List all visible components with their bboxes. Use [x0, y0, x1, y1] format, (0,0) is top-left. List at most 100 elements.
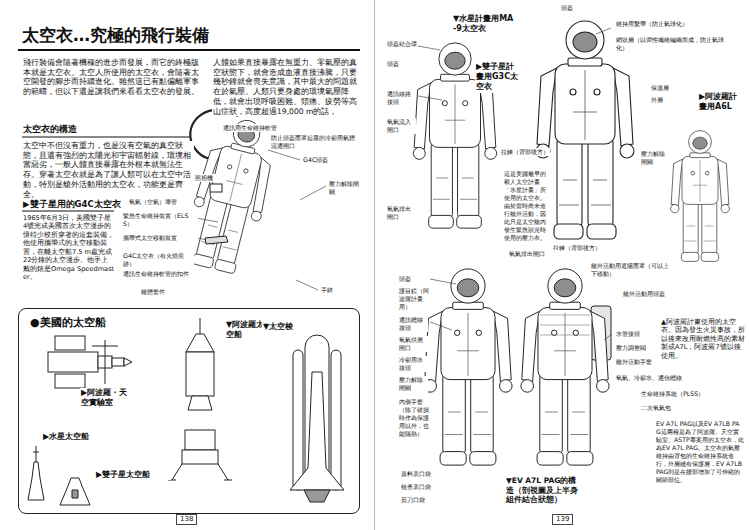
part-label: 二次氧氣包 [640, 404, 702, 412]
part-label: 緊急生命維持裝置（ELSS） [122, 212, 198, 228]
maneuvering-gun [205, 236, 228, 244]
space-shuttle-part [290, 372, 344, 490]
part-label: 這是美國最早的載人太空計畫「水星計畫」所使用的太空衣。由於當時尚未進行艙外活動，… [503, 170, 550, 242]
part-label: 通訊用生命維持軟管 [222, 124, 314, 132]
part-label: G4C頭盔 [302, 156, 344, 164]
cutaway-hatching [540, 315, 590, 335]
gemini-capsule [60, 478, 90, 505]
part-label: 壓力解除開關 [328, 180, 360, 196]
panel-heading: ●美國的太空船 [26, 314, 110, 331]
apollo-spacecraft-part [186, 352, 214, 396]
leader-line [430, 322, 452, 330]
heading-rule [22, 137, 190, 138]
part-label: 內側手套（除了破損時作為保護用以外，也能隔熱） [398, 398, 430, 438]
leader-line [430, 279, 456, 284]
part-label: 壓力調整閥 [615, 344, 659, 352]
part-label: G4C太空衣（有火燒痕跡） [122, 252, 194, 268]
part-label: 頭盔結合環 [386, 40, 418, 48]
skylab-drawing-part [112, 358, 124, 366]
spacesuit-figure [180, 112, 283, 277]
body-text: 人體如果直接暴露在無重力、零氣壓的真空狀態下，就會造成血液直接沸騰，只要幾秒鐘就… [212, 58, 359, 116]
camera-symbol [210, 184, 222, 192]
gemini-capsule-part [60, 478, 90, 505]
part-label: 通訊生命維持軟管的扣件 [122, 270, 196, 278]
leader-lines [418, 28, 612, 340]
part-label: 維持用繫帶（防止氣球化） [615, 20, 717, 28]
leader-lines [196, 150, 326, 290]
part-label: 防止頭盔面罩起霧的冷卻用氣體流通開口 [270, 134, 360, 150]
skylab-drawing-part [48, 352, 98, 372]
mercury-capsule [28, 446, 44, 500]
panel-box: ●美國的太空船 [18, 308, 360, 514]
leader-line [196, 218, 218, 222]
part-label: 氧氣供應開口 [398, 336, 428, 352]
page-number: 138 [176, 514, 197, 525]
leader-line [418, 96, 442, 100]
heading-label: ▶雙子星計畫用G3C太空衣 [475, 62, 521, 93]
part-label: 壓力解除開關 [398, 376, 428, 392]
part-label: 艙外活動用頭盔 [622, 290, 679, 298]
apollo-spacecraft-part [168, 464, 232, 480]
part-label: 艙體套件 [140, 288, 192, 296]
body-text: 太空中不但沒有重力，也是沒有空氣的真空狀態，且還有強烈的太陽光和宇宙輻射線，環境… [22, 141, 194, 199]
space-shuttle-part [293, 350, 303, 490]
part-label: 檢查表口袋 [400, 483, 452, 491]
part-label: 剪刀口袋 [400, 496, 452, 504]
a7l-cutaway-figure [521, 269, 611, 465]
space-shuttle-part [331, 350, 341, 490]
a6l-suit-figure [671, 131, 730, 262]
part-label: 拉鍊（背部後方） [500, 148, 550, 156]
leader-line [596, 28, 611, 34]
leader-line [418, 46, 440, 50]
part-label: 通訊纜線接頭 [398, 316, 428, 332]
skylab-drawing-part [124, 358, 132, 366]
part-label: 水管接頭 [615, 330, 659, 338]
part-label: 拉鍊（背部後方） [552, 244, 616, 252]
part-label: 1965年6月3日，美國雙子星4號完成美國首次太空漫步的懷特少校所穿著的這套裝備… [22, 214, 116, 282]
part-label: 氧氣排出開口 [386, 205, 416, 221]
heading-label: ▶阿波羅計畫用A6L [698, 92, 744, 112]
skylab-drawing-part [55, 374, 85, 388]
heading-label: ▼太空梭 [262, 322, 302, 332]
space-shuttle-part [304, 490, 330, 502]
heading-label: ▶雙子星太空船 [95, 470, 171, 480]
part-label: 氧氣流入開口 [386, 118, 416, 134]
part-label: 外層 [650, 96, 682, 104]
part-label: 冷卻用水接頭 [398, 356, 428, 372]
heading-label: 太空衣的構造 [22, 124, 134, 136]
apollo-spacecraft-part [182, 450, 218, 464]
part-label: 氧氣、冷卻水、通信纜線 [615, 374, 707, 382]
skylab-drawing-part [105, 340, 106, 384]
part-label: 護目鏡（阿波羅計畫用） [398, 287, 430, 311]
leader-line [268, 150, 300, 160]
skylab-drawing [48, 336, 132, 388]
g4c-astronaut [180, 110, 283, 277]
part-label: 保溫層 [650, 84, 682, 92]
apollo-spacecraft-part [185, 430, 215, 450]
skylab-drawing-part [55, 336, 85, 350]
part-label: 照相機 [194, 174, 226, 182]
body-text: 飛行裝備會隨著機種的進步而發展，而它的終極版本就是太空衣。太空人所使用的太空衣，… [22, 58, 206, 97]
leader-line [296, 280, 318, 290]
heading-label: ▼EV A7L PAG的構造（剖視圖及上半身組件結合狀態） [505, 476, 579, 505]
apollo-spacecraft-part [186, 334, 214, 352]
part-label: 頭盔 [398, 275, 428, 283]
part-label: 頭盔 [560, 4, 586, 12]
part-label: 艙外活動手套 [615, 358, 659, 366]
spacesuit-figure [521, 269, 609, 465]
leader-line [300, 186, 326, 200]
part-label: 手錶 [320, 286, 346, 294]
title-rule [18, 49, 360, 51]
gemini-capsule-part [72, 490, 78, 498]
mercury-capsule-part [33, 446, 39, 462]
page-gutter [374, 0, 375, 530]
leader-line [604, 334, 612, 340]
part-label: 攜帶式太空移動裝置 [122, 234, 198, 242]
leader-line [198, 238, 206, 240]
page-title: 太空衣…究極的飛行裝備 [22, 24, 209, 47]
a7l-suit-figure [424, 269, 512, 465]
heading-label: ▶水星太空船 [42, 432, 108, 442]
part-label: ▲阿波羅計畫使用的太空衣。因為發生火災事故，所以後來改用耐燃性高的素材製成A7L… [660, 318, 746, 360]
mercury-capsule-part [28, 462, 44, 500]
